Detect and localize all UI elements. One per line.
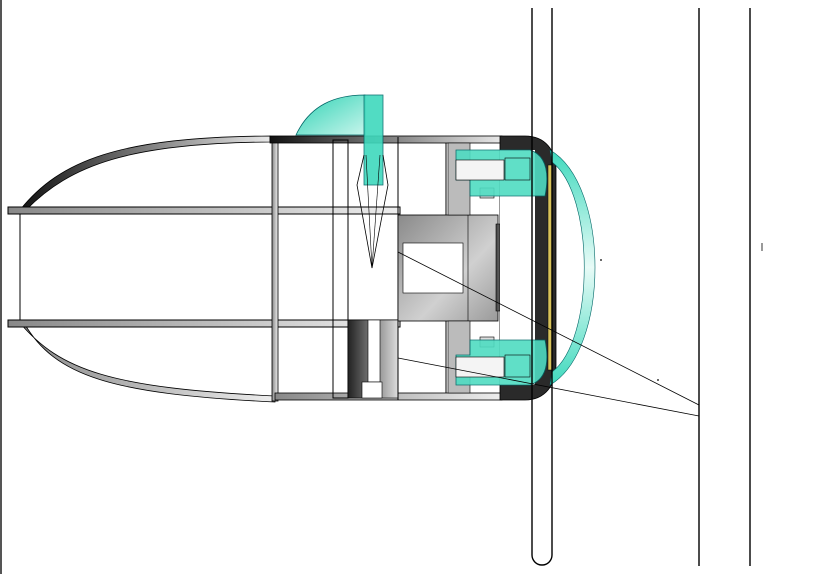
dot-marker <box>600 259 602 261</box>
bearing-box <box>504 157 531 181</box>
bearing-box <box>504 354 531 378</box>
lower-white-slot-2 <box>361 381 383 399</box>
teal-fin-bar <box>363 94 384 186</box>
bearing-slot <box>455 159 505 181</box>
upper-rail <box>7 206 401 215</box>
fin-line <box>365 154 373 269</box>
vertical-tube <box>531 8 553 566</box>
fin-line <box>371 154 381 269</box>
teal-fin-dome <box>295 94 366 136</box>
top-band <box>269 135 503 144</box>
frame-post-2 <box>332 139 349 399</box>
lower-rail <box>7 319 401 328</box>
frame-post-1 <box>271 136 279 402</box>
bearing-slot <box>455 356 505 378</box>
nose-upper-shell <box>19 135 271 211</box>
diagonal-line-2 <box>397 357 700 417</box>
teal-dome-arc <box>549 149 596 386</box>
diagonal-line-1 <box>397 251 700 406</box>
nose-lower-shell <box>19 322 276 403</box>
end-cap-inner <box>500 150 535 385</box>
dot-marker <box>657 379 659 381</box>
lower-white-slot <box>367 319 381 383</box>
hub-inner <box>402 242 464 294</box>
